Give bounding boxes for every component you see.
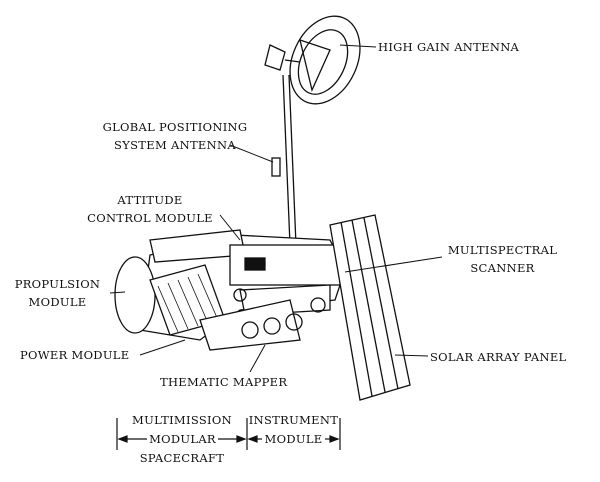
label-gps-antenna-2: SYSTEM ANTENNA <box>114 138 236 152</box>
high-gain-antenna-dish <box>264 15 361 105</box>
legend-instrument-1: INSTRUMENT <box>248 413 339 427</box>
label-solar-array-panel: SOLAR ARRAY PANEL <box>430 350 567 364</box>
antenna-mast <box>282 74 297 246</box>
label-attitude-1: ATTITUDE <box>117 193 183 207</box>
label-attitude-2: CONTROL MODULE <box>87 211 213 225</box>
label-high-gain-antenna: HIGH GAIN ANTENNA <box>378 40 520 54</box>
solar-array-panel <box>329 214 411 401</box>
legend-instrument-2: MODULE <box>264 432 323 446</box>
label-propulsion-1: PROPULSION <box>14 277 101 291</box>
label-power-module: POWER MODULE <box>20 348 130 362</box>
spacecraft-body <box>114 229 346 351</box>
gps-antenna <box>271 157 281 177</box>
legend-mms-1: MULTIMISSION <box>132 413 232 427</box>
label-mss-1: MULTISPECTRAL <box>447 243 558 257</box>
legend-mms-2: MODULAR <box>149 432 216 446</box>
label-gps-antenna-1: GLOBAL POSITIONING <box>102 120 248 134</box>
label-propulsion-2: MODULE <box>28 295 87 309</box>
label-mss-2: SCANNER <box>470 261 535 275</box>
module-brackets <box>116 418 341 450</box>
legend-mms-3: SPACECRAFT <box>139 451 225 465</box>
label-thematic-mapper: THEMATIC MAPPER <box>160 375 288 389</box>
leader-lines <box>109 44 443 373</box>
